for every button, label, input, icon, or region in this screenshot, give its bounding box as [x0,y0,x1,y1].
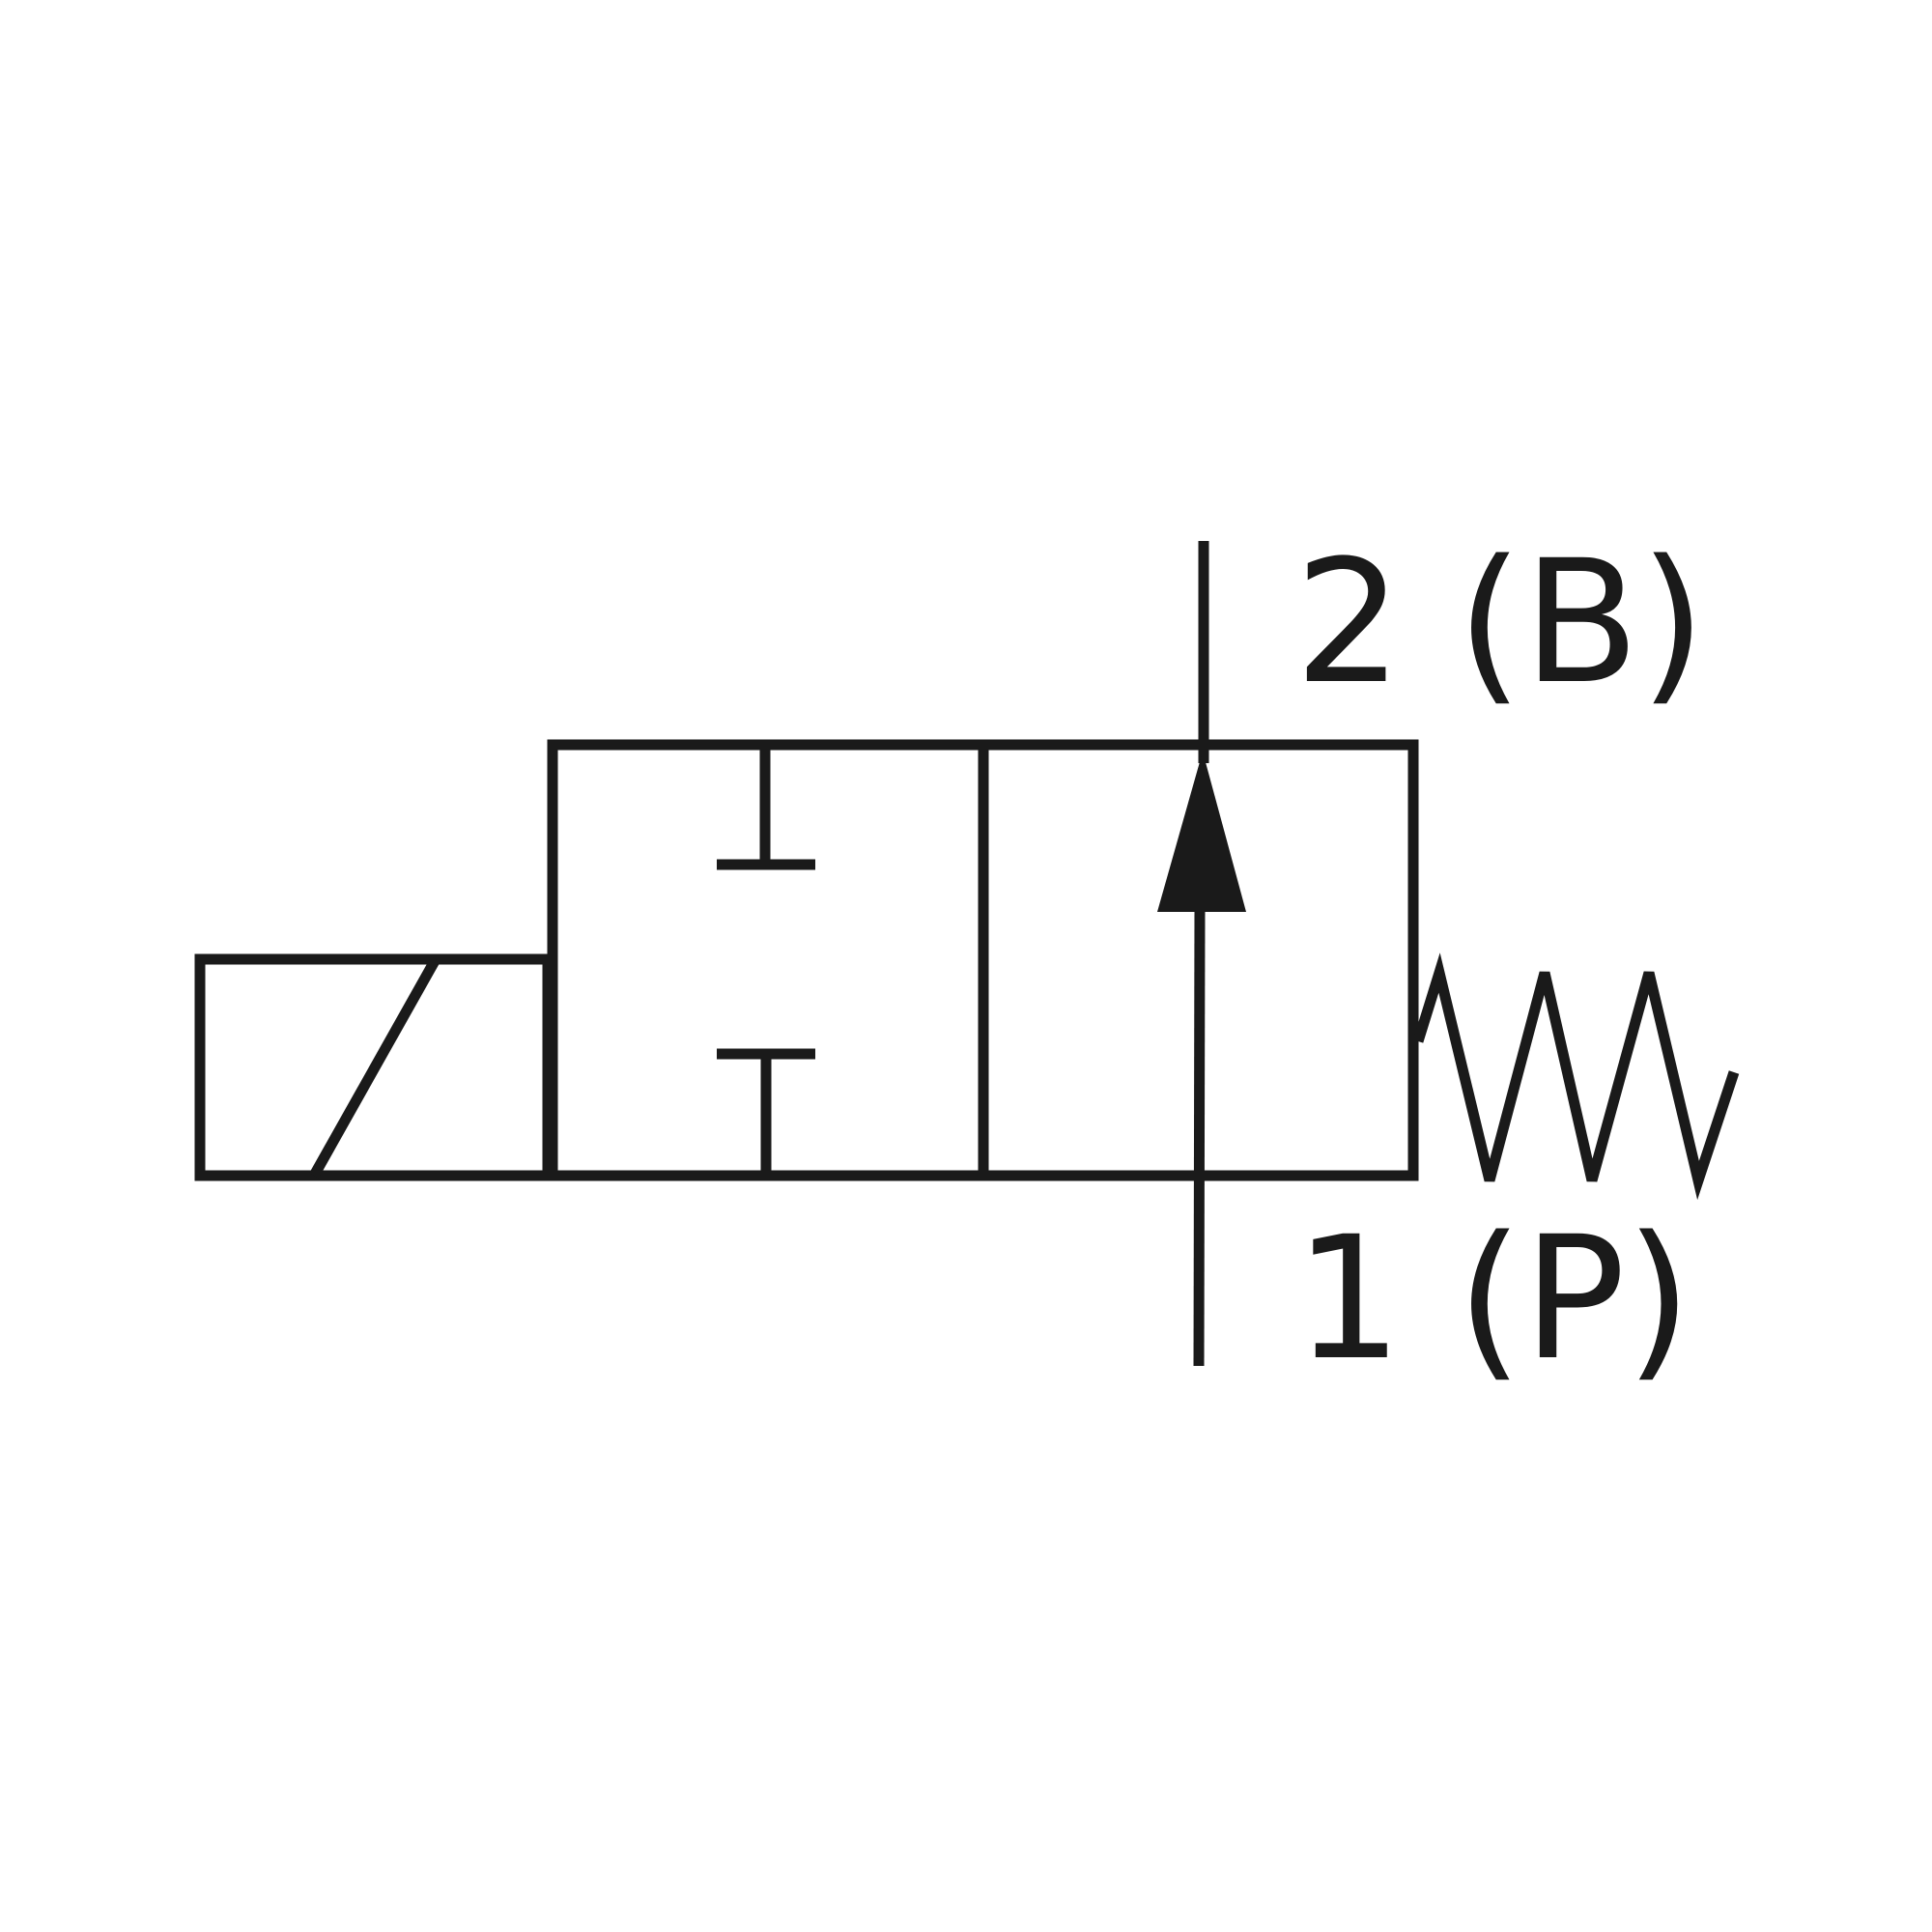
solenoid-actuator [194,953,554,1181]
port-2-label: 2 (B) [1294,524,1706,722]
flow-path [1157,541,1246,1367]
port-1-line [1193,907,1206,1367]
blocked-ports-symbol [717,745,815,1176]
port-1-label: 1 (P) [1294,1200,1691,1398]
return-spring-icon [1412,952,1740,1201]
solenoid-diagonal [309,956,440,1179]
valve-body [547,739,1419,1181]
flow-arrow-up-icon [1157,752,1246,912]
